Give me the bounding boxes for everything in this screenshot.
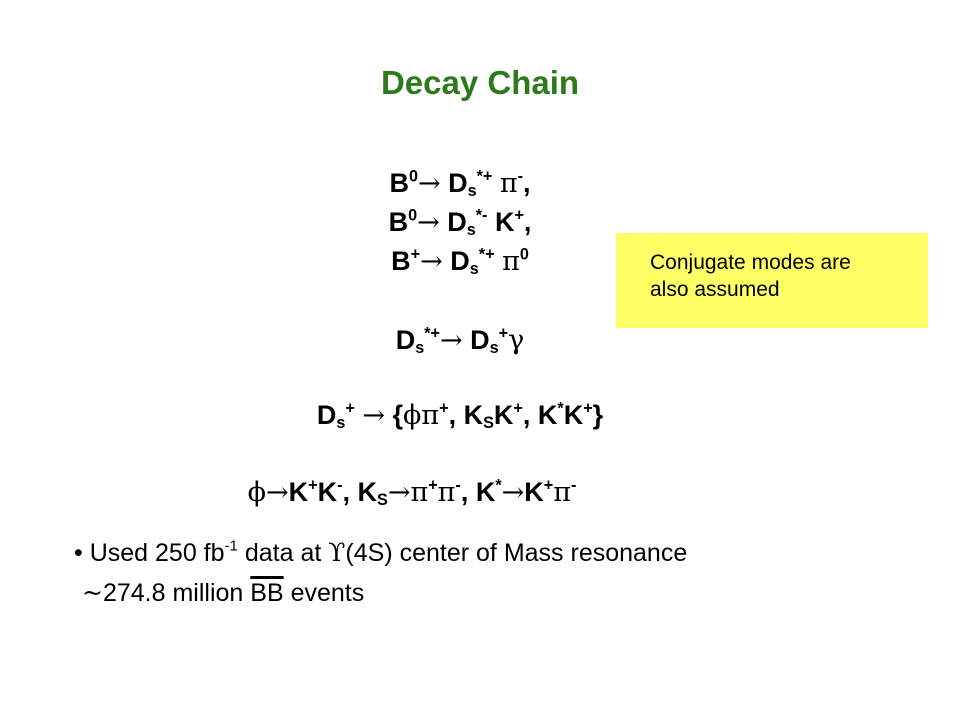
decay-ds-final-states: Ds+ → {ϕπ+, KSK+, K*K+} bbox=[316, 399, 604, 433]
decay-b0-dsstar-pi: B0→ Ds*+ π-, bbox=[389, 167, 531, 201]
decay-intermediate-resonances: ϕ→K+K-, KS→π+π-, K*→K+π- bbox=[247, 476, 577, 510]
bullet-dataset: • Used 250 fb-1 data at ϒ(4S) center of … bbox=[74, 537, 688, 567]
slide-title: Decay Chain bbox=[380, 64, 580, 101]
decay-dsstar-ds-gamma: Ds*+→ Ds+γ bbox=[395, 324, 525, 358]
decay-bplus-dsstar-pi0: B+→ Ds*+ π0 bbox=[391, 245, 529, 279]
decay-b0-dsstar-k: B0→ Ds*- K+, bbox=[388, 206, 532, 240]
bullet-marker: • bbox=[74, 539, 83, 567]
note-line-2: also assumed bbox=[650, 278, 780, 301]
bullet-event-count: ~274.8 million BB events bbox=[82, 578, 365, 607]
note-line-1: Conjugate modes are bbox=[650, 251, 851, 274]
note-box: Conjugate modes are also assumed bbox=[616, 233, 928, 328]
